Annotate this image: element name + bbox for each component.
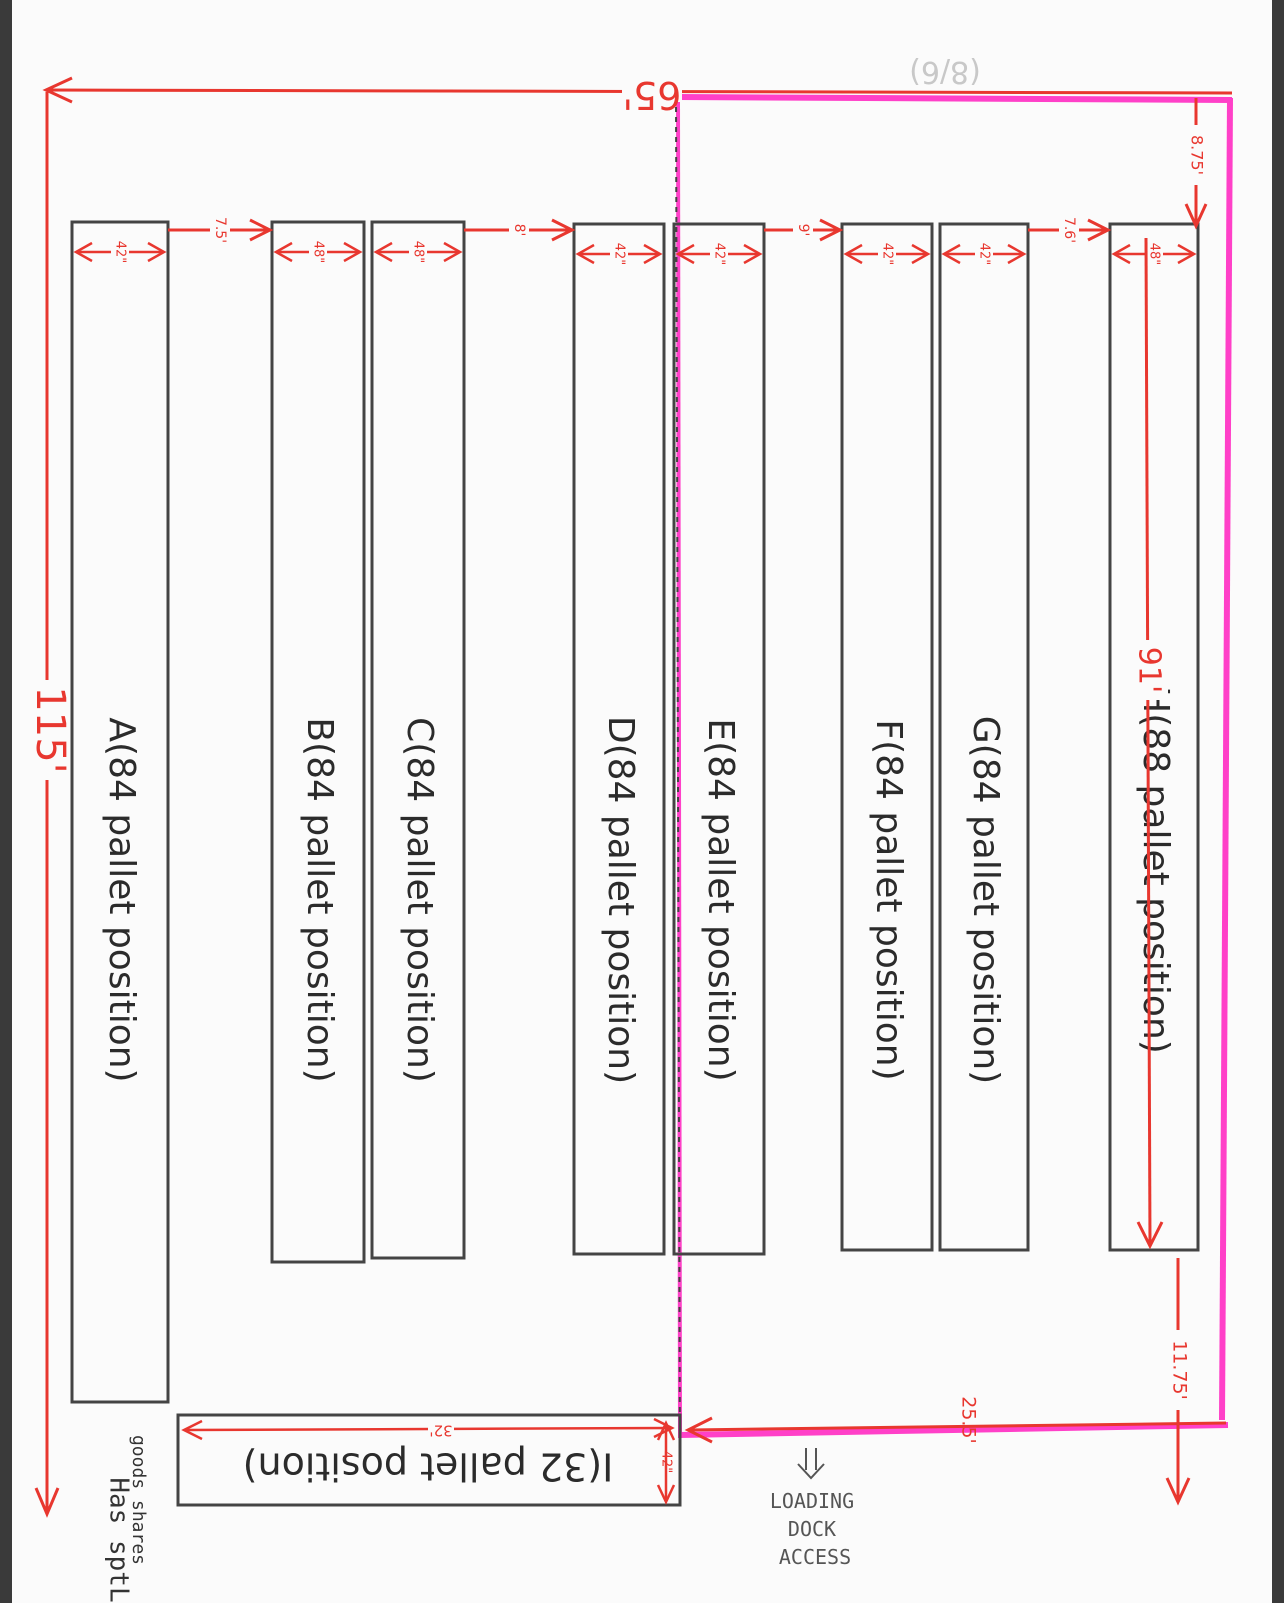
loading-dock-note: LOADING DOCK ACCESS: [770, 1448, 854, 1569]
rack-h-outline: [1108, 222, 1200, 1252]
rack-g-width-label: 42": [977, 243, 992, 266]
end-gap-label: 11.75': [1169, 1340, 1191, 1400]
aisle-4-label: 7.6': [1061, 217, 1077, 243]
handwritten-line-2: goods shares: [128, 1435, 149, 1565]
dock-width-dimension: [684, 1416, 1227, 1444]
dock-zone-dashed-line: [675, 96, 681, 1481]
h-length-label-bg: [1128, 640, 1168, 700]
loading-dock-line-2: DOCK: [788, 1517, 836, 1541]
rack-h-width-bg: [1145, 236, 1163, 272]
rack-h-width-label: 48": [1147, 243, 1162, 266]
aisle-1-label: 7.5': [212, 217, 228, 243]
rack-d-width-label: 42": [612, 243, 627, 266]
aisle-1-bg: [210, 208, 230, 252]
width-label-bg: [622, 66, 682, 102]
rack-e-width-label: 42": [712, 243, 727, 266]
rack-i-width-dimension: [656, 1420, 676, 1505]
rack-b-width-bg: [309, 234, 327, 270]
rack-f: 42" F(84 pallet position): [840, 222, 934, 1252]
rack-h: 48" H(88 pallet position): [1108, 222, 1200, 1252]
rack-d-outline: [572, 222, 666, 1256]
aisle-3-bg: [793, 208, 813, 252]
rack-f-label: F(84 pallet position): [868, 719, 909, 1080]
rack-group: 42" A(84 pallet position) 48" B(84 pallet p…: [70, 220, 1200, 1404]
overall-width-label: 65': [623, 73, 682, 117]
rack-i-length-bg: [428, 1420, 454, 1440]
rack-g-width-bg: [975, 236, 993, 272]
rack-g: 42" G(84 pallet position): [938, 222, 1030, 1252]
down-arrow-icon: [797, 1448, 825, 1480]
rack-e-outline: [672, 222, 766, 1256]
rack-a-label: A(84 pallet position): [101, 717, 142, 1082]
overall-length-label: 115': [27, 686, 73, 773]
rack-h-length-label: 91': [1132, 647, 1167, 693]
rack-a-outline: [70, 220, 170, 1404]
rack-a: 42" A(84 pallet position): [70, 220, 170, 1404]
rack-d: 42" D(84 pallet position): [572, 222, 666, 1256]
rack-c-label: C(84 pallet position): [399, 717, 440, 1083]
rack-c-width-bg: [409, 234, 427, 270]
aisle-3-label: 9': [795, 224, 811, 237]
length-label-bg: [27, 680, 69, 780]
rack-i-width-label: 42": [659, 1451, 674, 1474]
rack-f-width-bg: [878, 236, 896, 272]
aisle-2-bg: [509, 208, 529, 252]
rack-e-width-bg: [710, 236, 728, 272]
rack-c-width-label: 48": [411, 241, 426, 264]
rack-i-length-label: 32': [429, 1422, 452, 1440]
top-offset-bg: [1182, 125, 1210, 185]
rack-b-label: B(84 pallet position): [299, 717, 340, 1082]
aisle-dimensions: 7.5' 8' 9' 7.6': [168, 208, 1112, 252]
top-offset-label: 8.75': [1188, 135, 1207, 175]
paper-sheet: [12, 0, 1272, 1603]
overall-length-dimension: [34, 92, 60, 1518]
rack-f-width-label: 42": [880, 243, 895, 266]
rack-g-outline: [938, 222, 1030, 1252]
loading-dock-line-1: LOADING: [770, 1489, 854, 1513]
rack-h-label: H(88 pallet position): [1135, 686, 1176, 1054]
end-gap-bg: [1162, 1330, 1196, 1410]
aisle-2-label: 8': [511, 224, 527, 237]
rack-c: 48" C(84 pallet position): [370, 220, 466, 1260]
rack-e-label: E(84 pallet position): [700, 718, 741, 1081]
rack-a-width-bg: [111, 234, 129, 270]
rack-a-width-label: 42": [113, 241, 128, 264]
rack-i: 32' 42" I(32 pallet position): [176, 1413, 682, 1507]
dock-width-label: 25.5': [958, 1396, 980, 1444]
rack-b-width-label: 48": [311, 241, 326, 264]
top-scribble: (8/6): [909, 54, 981, 89]
rack-d-label: D(84 pallet position): [600, 716, 641, 1084]
rack-h-length-dimension: [1136, 237, 1164, 1250]
rack-b-outline: [270, 220, 366, 1264]
rack-f-outline: [840, 222, 934, 1252]
rack-g-label: G(84 pallet position): [965, 716, 1006, 1084]
loading-dock-line-3: ACCESS: [779, 1545, 851, 1569]
rack-b: 48" B(84 pallet position): [270, 220, 366, 1264]
rack-i-outline: [176, 1413, 682, 1507]
rack-i-label: I(32 pallet position): [243, 1445, 614, 1489]
rack-d-width-bg: [610, 236, 628, 272]
dock-zone-highlight: [676, 94, 1233, 1439]
handwritten-line-1: Has sptL: [104, 1477, 134, 1602]
handwritten-note: Has sptL goods shares: [104, 1435, 150, 1603]
rack-c-outline: [370, 220, 466, 1260]
rack-e: 42" E(84 pallet position): [672, 222, 766, 1256]
aisle-4-bg: [1059, 208, 1079, 252]
